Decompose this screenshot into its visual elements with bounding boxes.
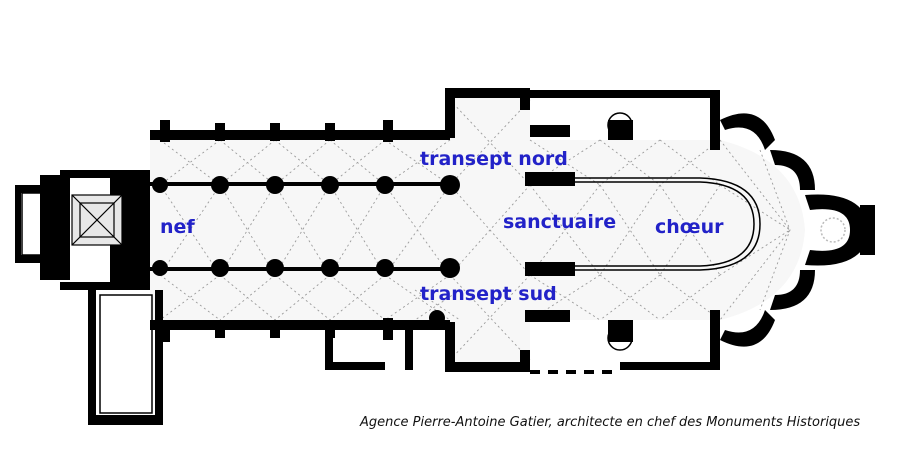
label-transept-nord: transept nord xyxy=(420,148,568,170)
nave-piers xyxy=(150,175,460,326)
label-nef: nef xyxy=(160,216,195,238)
window-outlines xyxy=(21,94,846,414)
credit-caption: Agence Pierre-Antoine Gatier, architecte… xyxy=(360,415,861,430)
label-transept-sud: transept sud xyxy=(420,283,557,305)
walls xyxy=(15,88,875,425)
vault-ribs xyxy=(159,99,791,361)
tower-crossing xyxy=(71,194,123,246)
label-choeur: chœur xyxy=(655,216,724,238)
label-sanctuaire: sanctuaire xyxy=(503,211,617,233)
